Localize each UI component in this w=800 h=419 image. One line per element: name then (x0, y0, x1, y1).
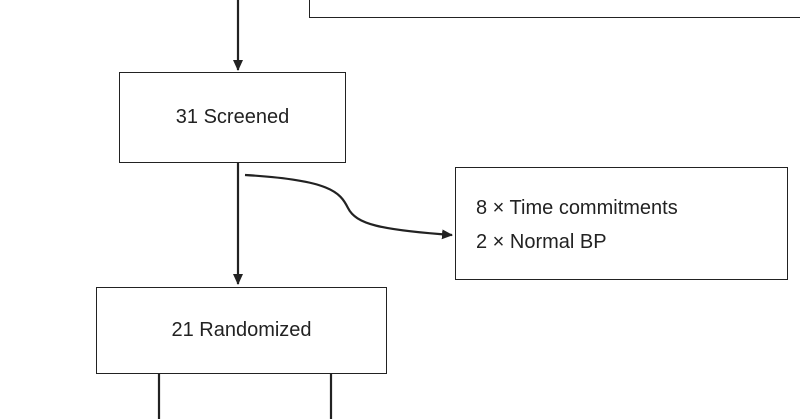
excluded-reason-time: 8 × Time commitments (476, 197, 678, 219)
randomized-box: 21 Randomized (96, 287, 387, 374)
randomized-label: 21 Randomized (171, 319, 312, 341)
arrow-to-excluded (244, 173, 453, 240)
excluded-reason-bp: 2 × Normal BP (476, 231, 607, 253)
screened-label: 31 Screened (175, 106, 290, 128)
excluded-box: 8 × Time commitments 2 × Normal BP (455, 167, 788, 280)
screened-box: 31 Screened (119, 72, 346, 163)
top-box-partial (309, 0, 800, 18)
